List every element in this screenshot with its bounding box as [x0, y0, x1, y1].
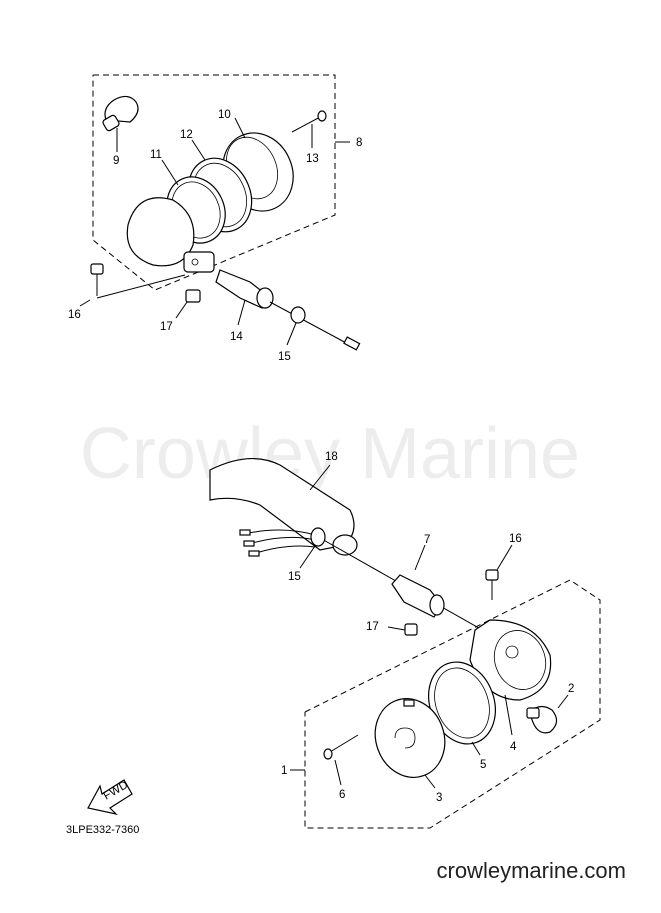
callout-17-lower: 17 — [366, 621, 379, 633]
lower-assembly-boundary — [304, 579, 601, 829]
callout-16-lower: 16 — [509, 533, 522, 545]
callout-5: 5 — [480, 759, 486, 771]
callout-2: 2 — [568, 683, 574, 695]
callout-14: 14 — [230, 331, 243, 343]
part-code: 3LPE332-7360 — [66, 824, 139, 836]
nut-part-17 — [175, 289, 201, 319]
housing-shell — [126, 197, 215, 273]
callout-3: 3 — [436, 792, 442, 804]
callout-4: 4 — [510, 741, 517, 753]
lower-callouts: 1 2 3 4 5 6 7 15 16 17 18 — [281, 451, 574, 804]
callout-15: 15 — [278, 351, 291, 363]
callout-17: 17 — [160, 321, 173, 333]
bolt-part-16-lower — [485, 544, 513, 600]
site-url[interactable]: crowleymarine.com — [437, 858, 627, 883]
bulb-part-9 — [102, 95, 139, 152]
callout-10: 10 — [218, 109, 231, 121]
socket-part-7 — [391, 544, 445, 618]
screw-part-13 — [291, 110, 327, 148]
lens-part-3 — [374, 698, 446, 789]
nut-part-17-lower — [387, 623, 418, 636]
callout-12: 12 — [180, 129, 193, 141]
grommet-part-15 — [286, 306, 306, 346]
lower-turn-signal-assembly — [209, 457, 601, 829]
callout-7: 7 — [424, 534, 430, 546]
callout-13: 13 — [306, 153, 319, 165]
callout-11: 11 — [150, 149, 162, 161]
callout-8: 8 — [356, 137, 362, 149]
upper-assembly-boundary — [92, 74, 336, 291]
bolt-part-16 — [79, 263, 186, 307]
grommet-part-15-lower — [299, 527, 326, 569]
callout-18: 18 — [325, 451, 338, 463]
upper-turn-signal-assembly — [79, 74, 361, 351]
callout-6: 6 — [339, 789, 345, 801]
upper-callouts: 8 9 10 11 12 13 14 15 16 17 — [68, 109, 362, 363]
socket-part-14 — [215, 269, 361, 351]
watermark-text: Crowley Marine — [80, 414, 580, 494]
callout-1: 1 — [281, 765, 287, 777]
screw-part-6 — [323, 734, 359, 786]
fwd-arrow-icon: FWD — [87, 779, 133, 816]
bulb-part-2 — [526, 694, 569, 734]
gasket-part-5 — [428, 661, 496, 756]
callout-9: 9 — [113, 155, 119, 167]
callout-15-lower: 15 — [288, 571, 301, 583]
callout-16: 16 — [68, 309, 81, 321]
